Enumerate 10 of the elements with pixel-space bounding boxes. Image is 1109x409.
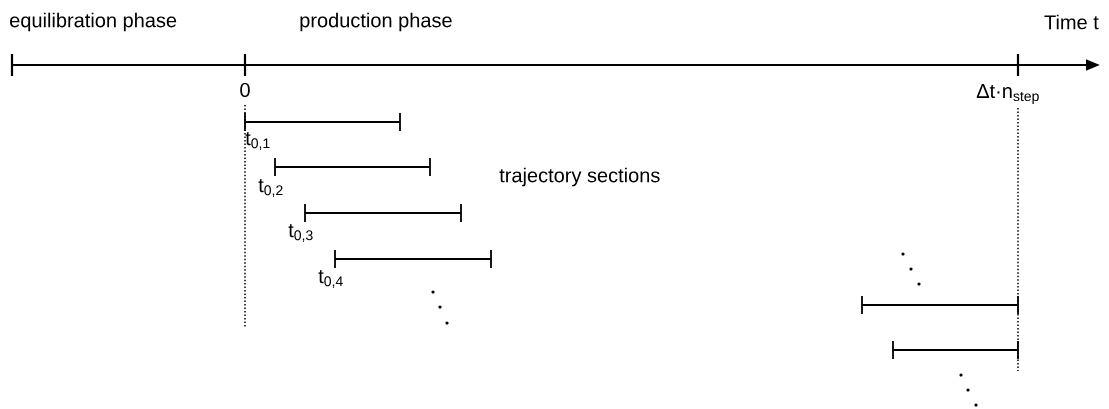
phase-label: equilibration phase	[10, 12, 177, 32]
start-time-label: t$_{0,3}$	[288, 224, 313, 242]
axis-label: Time t	[1044, 14, 1099, 30]
tick-label: Δt·n$_{step}$	[976, 84, 1039, 104]
start-time-label: t$_{0,1}$	[245, 132, 270, 150]
section-label: trajectory sections	[499, 167, 660, 187]
start-time-label: t$_{0,4}$	[318, 270, 343, 288]
tick-label: 0	[240, 82, 250, 98]
phase-label: production phase	[300, 12, 452, 32]
start-time-label: t$_{0,2}$	[258, 179, 283, 197]
